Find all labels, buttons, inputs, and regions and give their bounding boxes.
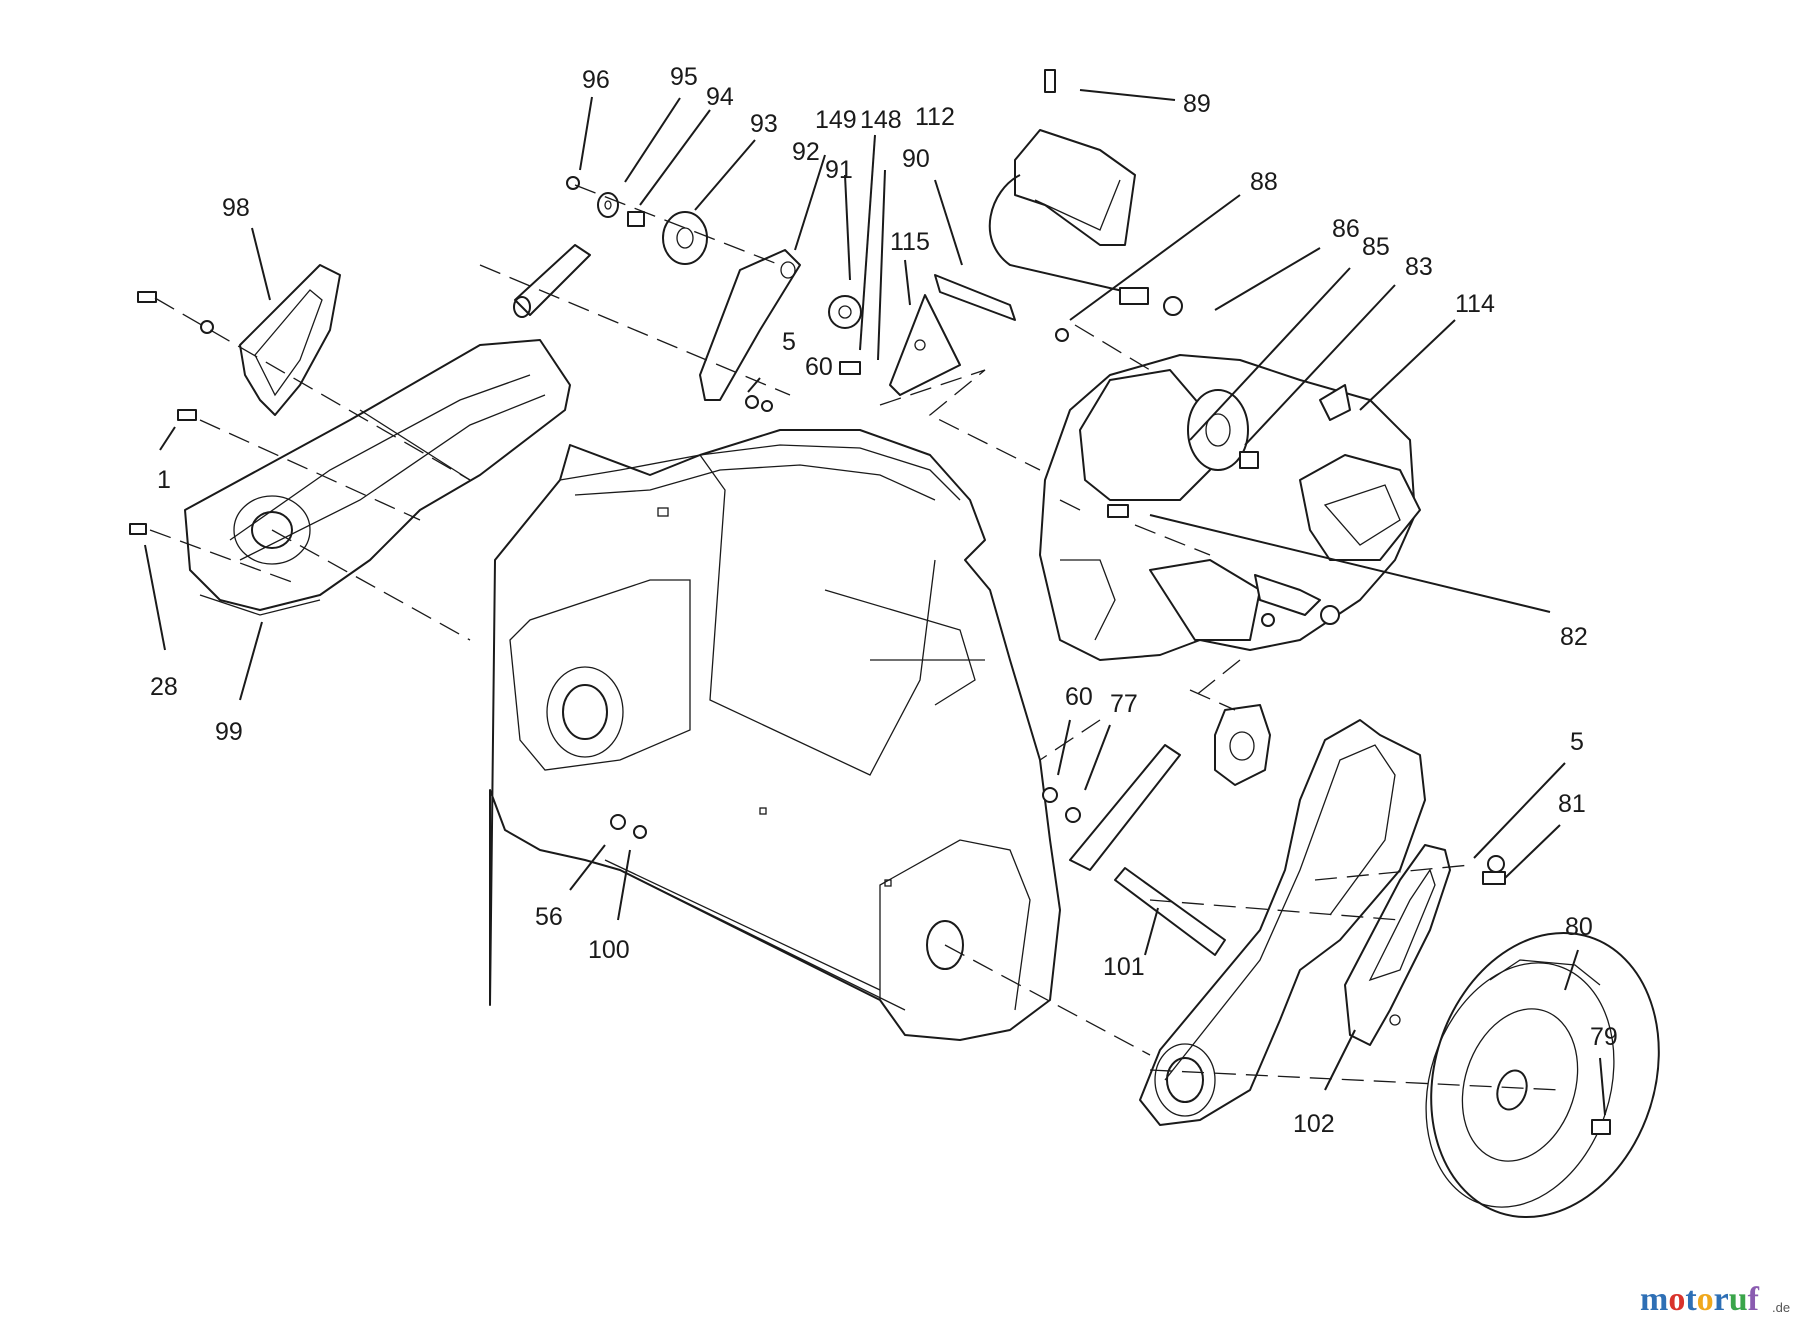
- callout-94: 94: [706, 83, 734, 111]
- callout-148: 148: [860, 106, 902, 134]
- svg-text:motoruf: motoruf: [1640, 1281, 1760, 1318]
- watermark-letter: o: [1668, 1281, 1685, 1318]
- callout-82: 82: [1560, 623, 1588, 651]
- callout-96: 96: [582, 66, 610, 94]
- callout-28: 28: [150, 673, 178, 701]
- right-side-plate: [1139, 704, 1426, 1126]
- watermark-letter: t: [1685, 1281, 1697, 1318]
- leader-lines: [144, 89, 1606, 1116]
- bracket-98: [239, 264, 341, 416]
- callout-99: 99: [215, 718, 243, 746]
- assembly-lines: [149, 184, 1561, 1091]
- callout-80: 80: [1565, 913, 1593, 941]
- watermark-letter: m: [1640, 1281, 1668, 1318]
- callout-86: 86: [1332, 215, 1360, 243]
- callout-labels: 96 95 94 93 149 148 112 92 91 90 89 88 8…: [150, 63, 1618, 1138]
- callout-100: 100: [588, 936, 630, 964]
- callout-114: 114: [1455, 290, 1495, 318]
- wheel: [1425, 855, 1660, 1219]
- callout-79: 79: [1590, 1023, 1618, 1051]
- callout-112: 112: [915, 103, 955, 131]
- callout-88: 88: [1250, 168, 1278, 196]
- callout-90: 90: [902, 145, 930, 173]
- chute-control-handle: [988, 69, 1183, 316]
- watermark-logo: motoruf .de: [1640, 1281, 1790, 1318]
- watermark-letter: u: [1729, 1281, 1748, 1318]
- callout-5-top: 5: [782, 328, 796, 356]
- left-side-plate: [184, 339, 571, 616]
- callout-101: 101: [1103, 953, 1145, 981]
- callout-83: 83: [1405, 253, 1433, 281]
- bracket-102: [1344, 844, 1451, 1046]
- watermark-letter: o: [1697, 1281, 1714, 1318]
- callout-77: 77: [1110, 690, 1138, 718]
- callout-85: 85: [1362, 233, 1390, 261]
- callout-95: 95: [670, 63, 698, 91]
- engine-assembly: [1039, 354, 1421, 661]
- shafts: [610, 744, 1226, 956]
- callout-1: 1: [157, 466, 171, 494]
- callout-115: 115: [890, 228, 930, 256]
- auger-housing: [489, 429, 1061, 1041]
- callout-98: 98: [222, 194, 250, 222]
- callout-5-bottom: 5: [1570, 728, 1584, 756]
- watermark-letter: f: [1748, 1281, 1760, 1318]
- callout-89: 89: [1183, 90, 1211, 118]
- callout-91: 91: [825, 156, 853, 184]
- watermark-suffix: .de: [1772, 1300, 1790, 1315]
- callout-92: 92: [792, 138, 820, 166]
- callout-93: 93: [750, 110, 778, 138]
- callout-81: 81: [1558, 790, 1586, 818]
- left-hardware: [129, 291, 214, 535]
- callout-56: 56: [535, 903, 563, 931]
- watermark-letter: r: [1714, 1281, 1729, 1318]
- callout-60-bottom: 60: [1065, 683, 1093, 711]
- callout-149: 149: [815, 106, 857, 134]
- callout-102: 102: [1293, 1110, 1335, 1138]
- chute-drive-parts: [513, 176, 1069, 412]
- callout-60-top: 60: [805, 353, 833, 381]
